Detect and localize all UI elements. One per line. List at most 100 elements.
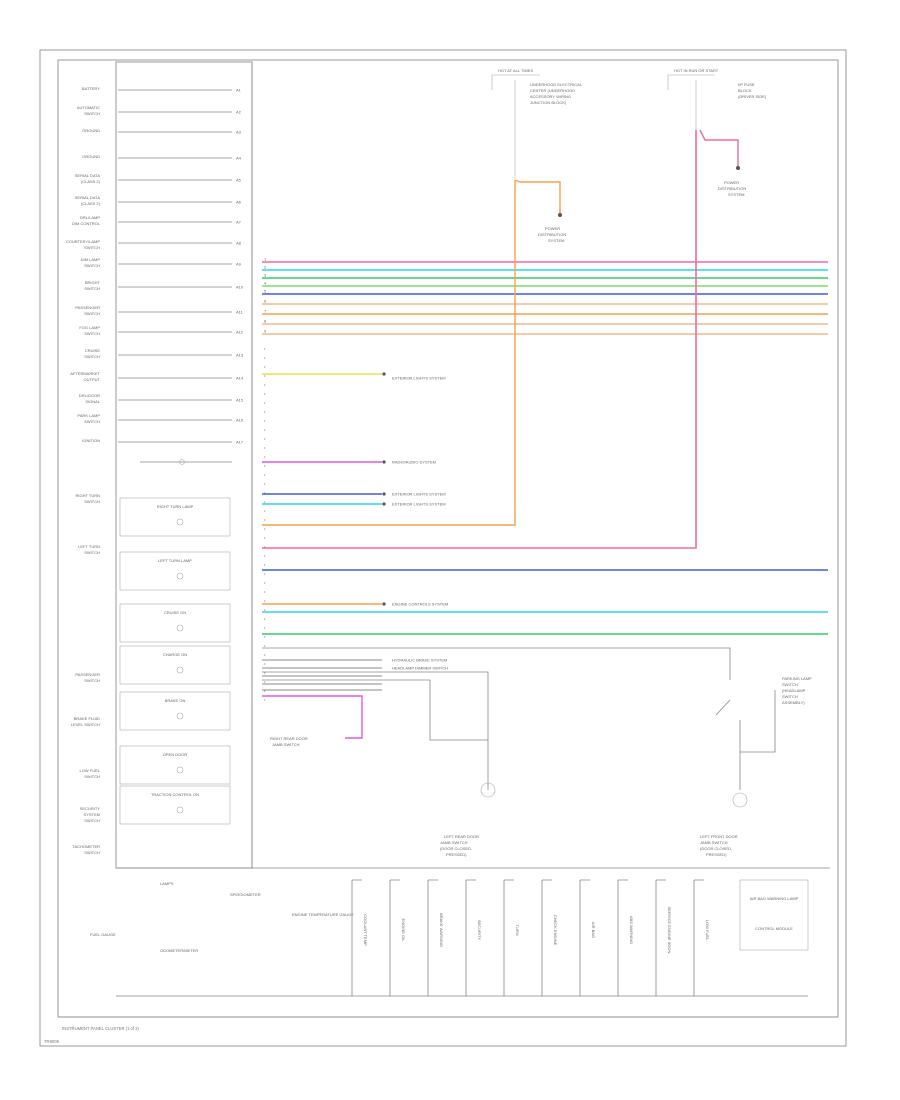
bottom-lamp-label: ABS WARNING (629, 916, 634, 944)
pin-num: • (264, 400, 266, 405)
wire-note: EXTERIOR LIGHTS SYSTEM (392, 502, 446, 507)
wire-pin: 1 (264, 257, 267, 262)
left-label: SWITCH (84, 419, 100, 424)
bottom-lamp-label: COOLANT TEMP (363, 914, 368, 946)
wire-note: HEADLAMP DIMMER SWITCH (392, 666, 448, 671)
wire-pin: 3 (264, 273, 267, 278)
svg-text:POWER: POWER (724, 180, 739, 185)
wire-pin: 5 (264, 289, 267, 294)
indicator-label: LEFT TURN LAMP (158, 558, 192, 563)
side-label: SWITCH (84, 818, 100, 823)
pin-num: • (264, 472, 266, 477)
pin-num: • (264, 391, 266, 396)
left-label: SWITCH (84, 311, 100, 316)
side-label: TACHOMETER (72, 844, 100, 849)
svg-text:BLOCK: BLOCK (738, 88, 752, 93)
pin-num: • (264, 562, 266, 567)
hydraulic-note: RIGHT REAR DOOR (270, 736, 308, 741)
svg-text:DISTRIBUTION: DISTRIBUTION (718, 186, 746, 191)
inner-frame (57, 59, 839, 1018)
left-label: SWITCH (84, 354, 100, 359)
pin-num: • (264, 661, 266, 666)
left-label: BATTERY (82, 86, 100, 91)
right-module-box (739, 879, 809, 951)
left-label: PARK LAMP (77, 413, 100, 418)
pin-id: A16 (236, 418, 244, 423)
left-label: DIM CONTROL (72, 221, 101, 226)
bottom-left-label: ODOMETER/METER (160, 948, 198, 953)
wire-note: RADIO/AUDIO SYSTEM (392, 460, 436, 465)
indicator-label: OPEN DOOR (163, 752, 188, 757)
svg-text:SYSTEM: SYSTEM (728, 192, 744, 197)
pin-num: • (264, 436, 266, 441)
left-label: SWITCH (84, 331, 100, 336)
indicator-box (119, 785, 231, 825)
left-label: DRL/DOOR (79, 393, 100, 398)
orange-feed-wire (262, 180, 516, 526)
indicator-label: CHARGE ON (163, 652, 187, 657)
pin-id: A5 (236, 178, 242, 183)
left-label: SWITCH (84, 263, 100, 268)
pin-id: A15 (236, 398, 244, 403)
wire-pin: 2 (264, 265, 267, 270)
svg-text:(HEADLAMP: (HEADLAMP (782, 688, 806, 693)
svg-text:CENTER (UNDERHOOD: CENTER (UNDERHOOD (530, 88, 575, 93)
left-label: CRUISE (85, 348, 100, 353)
pin-num: • (264, 652, 266, 657)
indicator-label: RIGHT TURN LAMP (157, 504, 194, 509)
bottom-left-label: SPEEDOMETER (230, 892, 261, 897)
side-label: PASSENGER (75, 672, 100, 677)
pin-num: • (264, 463, 266, 468)
side-label: LOW FUEL (80, 768, 101, 773)
pin-num: • (264, 616, 266, 621)
indicator-lamps: RIGHT TURN LAMP LEFT TURN LAMP CRUISE ON CH… (119, 459, 232, 825)
pin-num: • (264, 364, 266, 369)
side-label: SWITCH (84, 678, 100, 683)
top-block-left-text: UNDERHOOD ELECTRICAL (530, 82, 583, 87)
pin-id: A2 (236, 110, 242, 115)
pin-num: • (264, 508, 266, 513)
bus-wires: 123456789•••••••••••••••••••••••••••••••… (262, 257, 828, 702)
pin-id: A12 (236, 330, 244, 335)
svg-text:SYSTEM: SYSTEM (548, 238, 564, 243)
left-label: SIGNAL (85, 399, 100, 404)
left-label: AUTOMATIC (77, 105, 100, 110)
pin-num: • (264, 670, 266, 675)
side-label: BRAKE FLUID (74, 716, 100, 721)
left-label: SWITCH (84, 286, 100, 291)
indicator-box (119, 745, 231, 785)
side-label: SWITCH (84, 550, 100, 555)
pin-num: • (264, 373, 266, 378)
left-label: GROUND (82, 128, 100, 133)
pin-id: A13 (236, 353, 244, 358)
pin-num: • (264, 589, 266, 594)
indicator-label: CRUISE ON (164, 610, 186, 615)
wire-notes: EXTERIOR LIGHTS SYSTEM RADIO/AUDIO SYSTEM… (392, 376, 448, 671)
svg-text:PRESSED): PRESSED) (446, 852, 467, 857)
svg-text:ACCESSORY WIRING: ACCESSORY WIRING (530, 94, 571, 99)
bottom-right-label: CONTROL MODULE (755, 926, 793, 931)
left-label: IGNITION (82, 438, 100, 443)
pin-num: • (264, 643, 266, 648)
side-label: RIGHT TURN (75, 493, 100, 498)
bottom-lamp-label: SERVICE ENGINE SOON (667, 907, 672, 954)
pin-id: A11 (236, 310, 244, 315)
pin-id: A9 (236, 262, 242, 267)
bottom-left-label: ENGINE TEMPERATURE GAUGE (292, 912, 354, 917)
pin-num: • (264, 535, 266, 540)
wire-pin: 6 (264, 299, 267, 304)
pin-num: • (264, 427, 266, 432)
bottom-right-label: AIR BAG WARNING LAMP (750, 896, 799, 901)
pin-num: • (264, 571, 266, 576)
pin-id: A14 (236, 376, 244, 381)
left-label: COURTESY/LAMP (66, 239, 100, 244)
pin-num: • (264, 355, 266, 360)
left-label: DIM LAMP (81, 257, 101, 262)
pin-id: A10 (236, 285, 244, 290)
connector-pins: A1A2A3A4A5A6A7A8A9A10A11A12A13A14A15A16A… (118, 88, 244, 445)
door-switch-wiring: RIGHT REAR DOOR JAMB SWITCH LEFT REAR DO… (262, 647, 812, 857)
bottom-lamp-label: LOW FUEL (705, 920, 710, 941)
pin-num: • (264, 517, 266, 522)
